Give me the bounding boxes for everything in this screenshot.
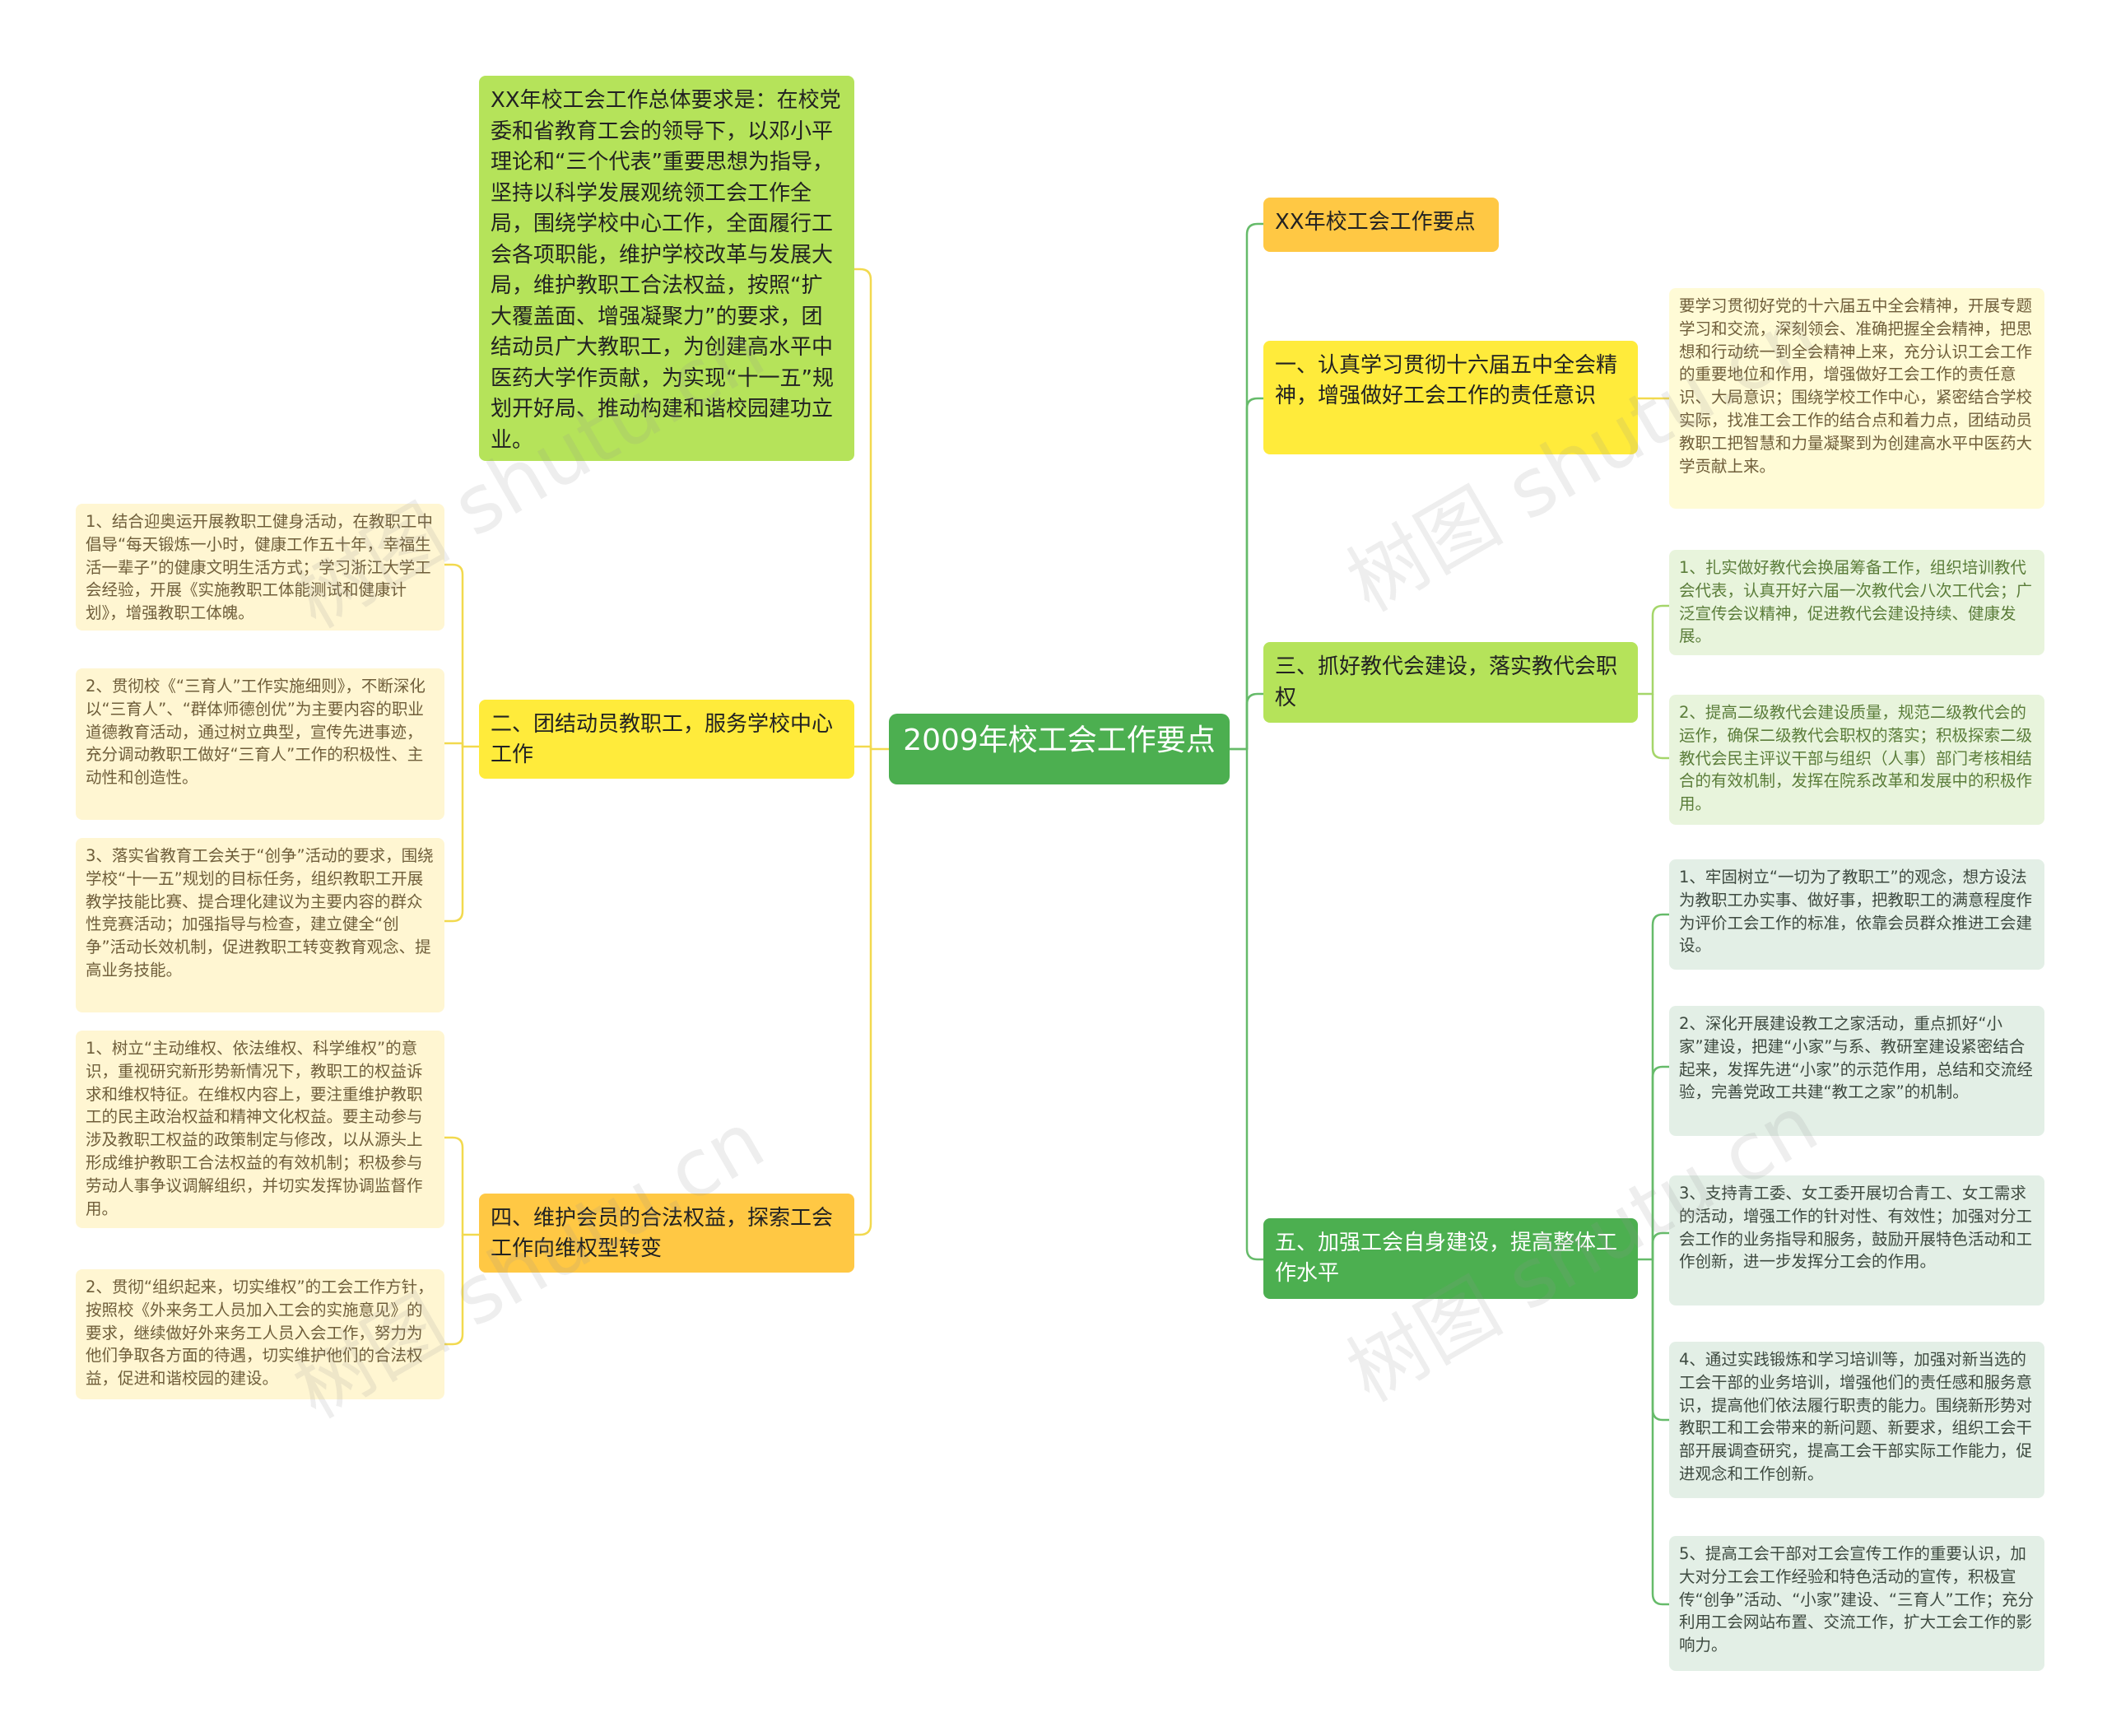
branch-2-node[interactable]: 二、团结动员教职工，服务学校中心工作 <box>479 700 854 779</box>
branch-5-leaf-4[interactable]: 4、通过实践锻炼和学习培训等，加强对新当选的工会干部的业务培训，增强他们的责任感… <box>1669 1342 2044 1498</box>
connector-branch2-leaf1 <box>444 563 479 748</box>
branch-3-leaf-2[interactable]: 2、提高二级教代会建设质量，规范二级教代会的运作，确保二级教代会职权的落实；积极… <box>1669 695 2044 825</box>
connector-branch5-leaf5 <box>1651 1259 1669 1606</box>
connector-root-heading <box>1230 222 1263 751</box>
root-node[interactable]: 2009年校工会工作要点 <box>889 714 1230 784</box>
branch-5-node[interactable]: 五、加强工会自身建设，提高整体工作水平 <box>1263 1218 1638 1299</box>
connector-root-branch1 <box>1245 397 1263 749</box>
connector-root-summary <box>854 268 889 751</box>
heading-node[interactable]: XX年校工会工作要点 <box>1263 198 1499 252</box>
branch-4-node[interactable]: 四、维护会员的合法权益，探索工会工作向维权型转变 <box>479 1194 854 1273</box>
connector-branch3-leaf2 <box>1651 694 1669 760</box>
summary-node[interactable]: XX年校工会工作总体要求是：在校党委和省教育工会的领导下，以邓小平理论和“三个代… <box>479 76 854 461</box>
branch-2-leaf-1[interactable]: 1、结合迎奥运开展教职工健身活动，在教职工中倡导“每天锻炼一小时，健康工作五十年… <box>76 504 444 631</box>
connector-branch5-leaf1 <box>1638 913 1669 1261</box>
branch-1-leaf-1[interactable]: 要学习贯彻好党的十六届五中全会精神，开展专题学习和交流，深刻领会、准确把握全会精… <box>1669 288 2044 509</box>
connector-branch3-leaf1 <box>1638 604 1669 696</box>
branch-3-leaf-1[interactable]: 1、扎实做好教代会换届筹备工作，组织培训教代会代表，认真开好六届一次教代会八次工… <box>1669 550 2044 655</box>
connector-root-branch5 <box>1230 747 1263 1261</box>
connector-branch5-leaf2 <box>1651 1065 1669 1259</box>
branch-4-leaf-1[interactable]: 1、树立“主动维权、依法维权、科学维权”的意识，重视研究新形势新情况下，教职工的… <box>76 1031 444 1228</box>
connector-root-branch2 <box>854 745 872 749</box>
connector-branch5-leaf3 <box>1651 1231 1669 1259</box>
connector-branch5-leaf4 <box>1651 1259 1669 1422</box>
branch-5-leaf-3[interactable]: 3、支持青工委、女工委开展切合青工、女工需求的活动，增强工作的针对性、有效性；加… <box>1669 1175 2044 1305</box>
connector-root-branch4 <box>854 749 872 1236</box>
branch-3-node[interactable]: 三、抓好教代会建设，落实教代会职权 <box>1263 642 1638 723</box>
branch-4-leaf-2[interactable]: 2、贯彻“组织起来，切实维权”的工会工作方针，按照校《外来务工人员加入工会的实施… <box>76 1269 444 1399</box>
connector-branch4-leaf2 <box>444 1235 464 1346</box>
branch-5-leaf-2[interactable]: 2、深化开展建设教工之家活动，重点抓好“小家”建设，把建“小家”与系、教研室建设… <box>1669 1006 2044 1136</box>
connector-root-branch3 <box>1245 692 1263 749</box>
branch-2-leaf-3[interactable]: 3、落实省教育工会关于“创争”活动的要求，围绕学校“十一五”规划的目标任务，组织… <box>76 838 444 1012</box>
connector-branch4-leaf1 <box>444 1136 479 1236</box>
branch-5-leaf-1[interactable]: 1、牢固树立“一切为了教职工”的观念，想方设法为教职工办实事、做好事，把教职工的… <box>1669 859 2044 970</box>
connector-branch2-leaf3 <box>444 747 464 923</box>
connector-branch2-leaf2 <box>444 742 464 747</box>
branch-2-leaf-2[interactable]: 2、贯彻校《“三育人”工作实施细则》，不断深化以“三育人”、“群体师德创优”为主… <box>76 668 444 820</box>
branch-5-leaf-5[interactable]: 5、提高工会干部对工会宣传工作的重要认识，加大对分工会工作经验和特色活动的宣传，… <box>1669 1536 2044 1671</box>
branch-1-node[interactable]: 一、认真学习贯彻十六届五中全会精神，增强做好工会工作的责任意识 <box>1263 341 1638 454</box>
